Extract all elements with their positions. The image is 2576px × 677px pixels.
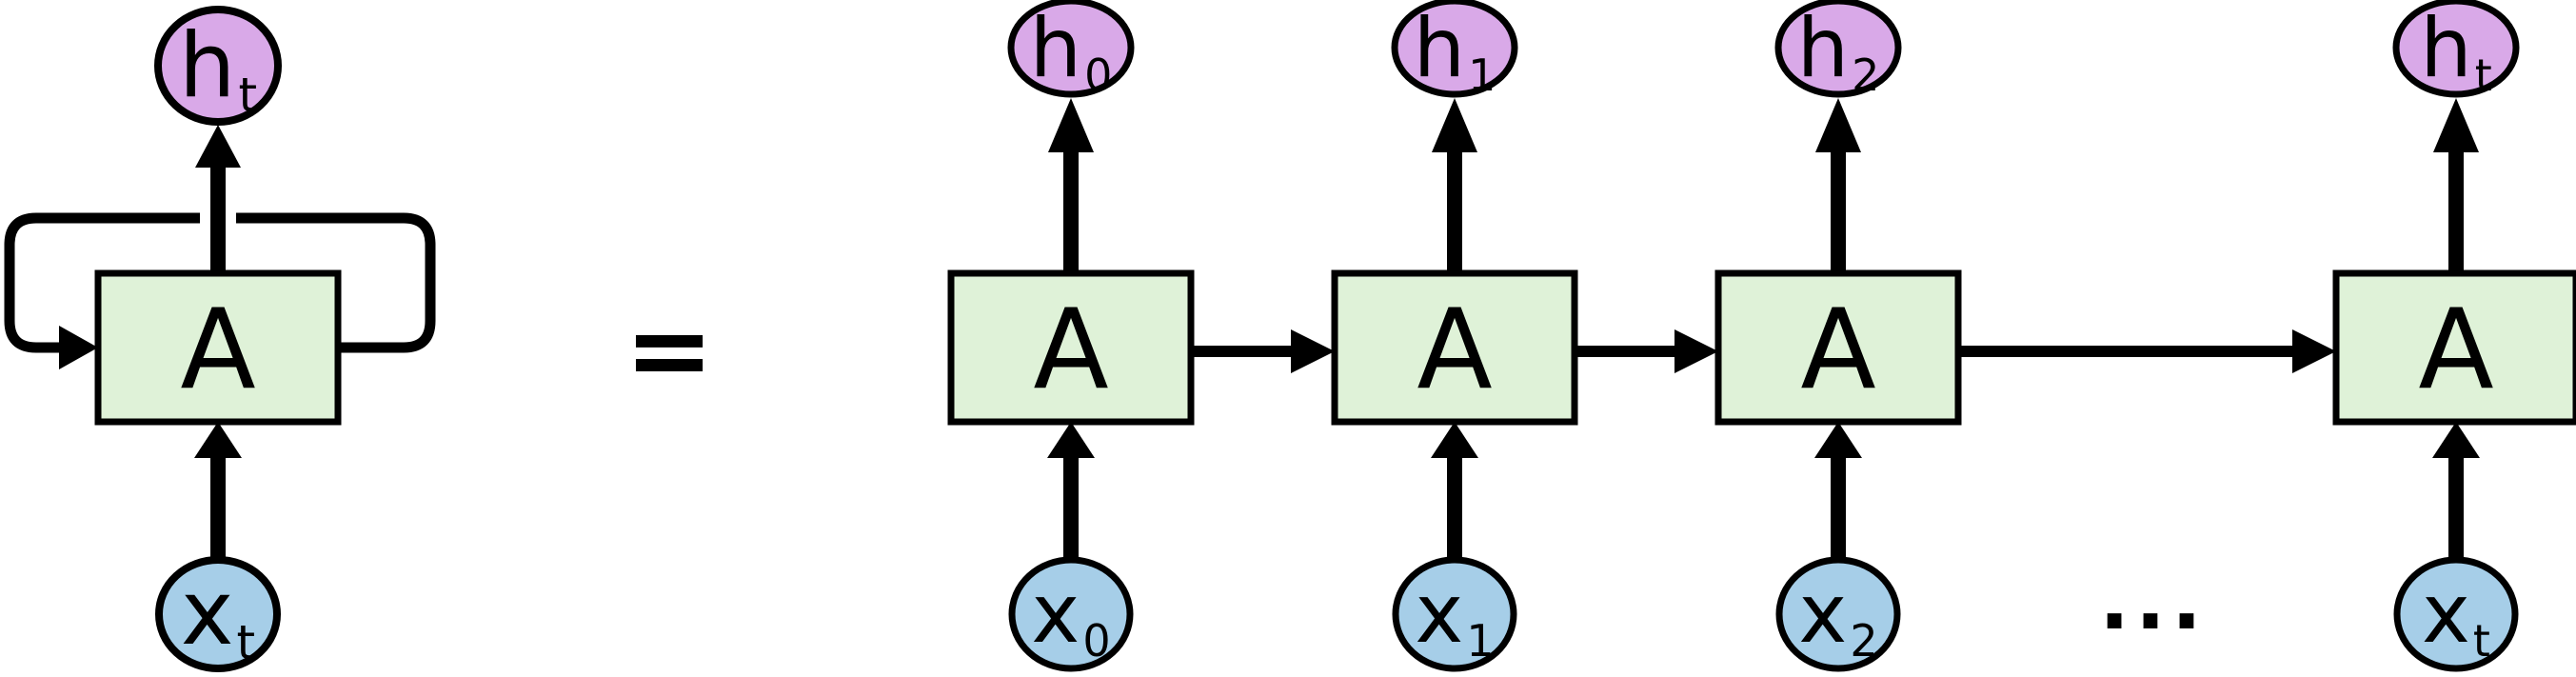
hidden-label-sub: 1: [1468, 50, 1496, 101]
input-label-sub: 0: [1082, 615, 1110, 667]
cell-box: [947, 269, 1195, 426]
connector-arrow-1-2: [1575, 329, 1718, 373]
hidden-node: [1007, 0, 1135, 98]
connector-arrow-2-t: [1958, 329, 2336, 373]
cell-label: A: [1800, 286, 1875, 414]
input-arrowhead: [1431, 422, 1478, 458]
unrolled-cell-t: A ht xt: [2332, 0, 2576, 672]
hidden-label: h1: [1414, 1, 1496, 101]
hidden-node: [1774, 0, 1902, 98]
input-label-main: x: [2422, 567, 2470, 662]
input-node: [2393, 556, 2519, 672]
hidden-label-main: h: [1797, 1, 1850, 96]
unrolled-cell-0: A h0 x0: [947, 0, 1195, 672]
cell-label: A: [2418, 286, 2493, 414]
rolled-input-label-sub: t: [237, 615, 256, 670]
rolled-hidden-label-sub: t: [238, 68, 257, 123]
input-label: x0: [1031, 567, 1110, 667]
rolled-output-arrow-shaft: [210, 160, 226, 275]
hidden-label-sub: t: [2475, 50, 2492, 101]
hidden-label-main: h: [2420, 1, 2472, 96]
input-arrow-shaft: [1063, 451, 1079, 564]
rolled-hidden-label-main: h: [179, 14, 236, 118]
input-label-sub: 1: [1466, 615, 1494, 667]
output-arrow-shaft: [2448, 145, 2464, 275]
rolled-input-node: [155, 556, 281, 672]
rolled-rnn-cell: A ht xt: [4, 6, 436, 672]
hidden-node: [2392, 0, 2520, 98]
cell-label: A: [1033, 286, 1108, 414]
input-arrow-shaft: [2448, 451, 2464, 564]
input-label-main: x: [1798, 567, 1847, 662]
input-node: [1392, 556, 1517, 672]
input-label: x1: [1415, 567, 1494, 667]
unrolled-cell-1: A h1 x1: [1331, 0, 1578, 672]
hidden-label: ht: [2420, 1, 2492, 101]
rolled-cell-box: [94, 269, 342, 426]
input-node: [1008, 556, 1134, 672]
hidden-label-main: h: [1030, 1, 1082, 96]
rolled-hidden-node: [154, 6, 282, 126]
input-node: [1775, 556, 1901, 672]
rolled-output-arrowhead: [195, 125, 241, 168]
input-arrow-shaft: [1831, 451, 1846, 564]
output-arrowhead: [1048, 98, 1094, 152]
hidden-label-sub: 2: [1852, 50, 1879, 101]
rolled-input-arrowhead: [194, 422, 242, 458]
input-arrowhead: [1047, 422, 1095, 458]
input-arrow-shaft: [1447, 451, 1462, 564]
hidden-label-sub: 0: [1084, 50, 1112, 101]
output-arrow-shaft: [1831, 145, 1846, 275]
rolled-cell-label: A: [180, 286, 255, 414]
cell-box: [2332, 269, 2576, 426]
output-arrow-shaft: [1447, 145, 1462, 275]
rolled-input-label: xt: [181, 562, 255, 670]
recurrent-loop-arrow: [4, 212, 436, 353]
input-label-sub: 2: [1850, 615, 1877, 667]
output-arrowhead: [2433, 98, 2479, 152]
hidden-node: [1391, 0, 1518, 98]
unrolled-cell-2: A h2 x2: [1714, 0, 1962, 672]
cell-box: [1714, 269, 1962, 426]
hidden-label: h2: [1797, 1, 1880, 101]
input-label-main: x: [1415, 567, 1463, 662]
input-label-sub: t: [2473, 615, 2490, 667]
output-arrowhead: [1432, 98, 1477, 152]
output-arrowhead: [1815, 98, 1861, 152]
input-label: xt: [2422, 567, 2490, 667]
input-label-main: x: [1031, 567, 1080, 662]
rolled-input-arrow-shaft: [210, 451, 226, 564]
input-label: x2: [1798, 567, 1877, 667]
cell-label: A: [1417, 286, 1492, 414]
rolled-hidden-label: ht: [179, 14, 257, 123]
input-arrowhead: [1814, 422, 1862, 458]
hidden-label: h0: [1030, 1, 1113, 101]
hidden-label-main: h: [1414, 1, 1466, 96]
output-arrow-shaft: [1063, 145, 1079, 275]
input-arrowhead: [2432, 422, 2480, 458]
rolled-input-label-main: x: [181, 562, 234, 666]
recurrent-loop-arrowhead: [59, 326, 98, 369]
equals-sign: =: [624, 289, 714, 412]
connector-arrow-0-1: [1191, 329, 1335, 373]
ellipsis: ...: [2099, 554, 2208, 647]
